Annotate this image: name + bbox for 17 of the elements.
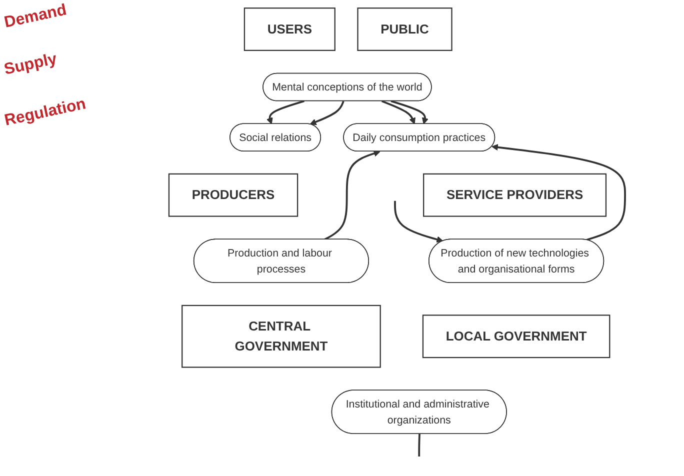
- arrow: [310, 100, 344, 126]
- node-box: CENTRAL GOVERNMENT: [182, 304, 381, 368]
- arrow: [492, 144, 626, 241]
- section-label: Regulation: [3, 96, 88, 130]
- connector: [418, 434, 420, 456]
- node-box: SERVICE PROVIDERS: [423, 173, 607, 217]
- node-box: USERS: [244, 8, 336, 51]
- node-box: PUBLIC: [357, 8, 452, 51]
- arrow: [381, 100, 416, 124]
- arrow: [266, 100, 304, 124]
- section-label: Demand: [2, 2, 68, 32]
- arrow: [394, 200, 444, 243]
- arrow: [390, 100, 428, 124]
- node-box: PRODUCERS: [168, 173, 298, 217]
- arrow: [324, 150, 380, 240]
- node-box: LOCAL GOVERNMENT: [422, 314, 610, 358]
- section-label: Supply: [2, 50, 59, 80]
